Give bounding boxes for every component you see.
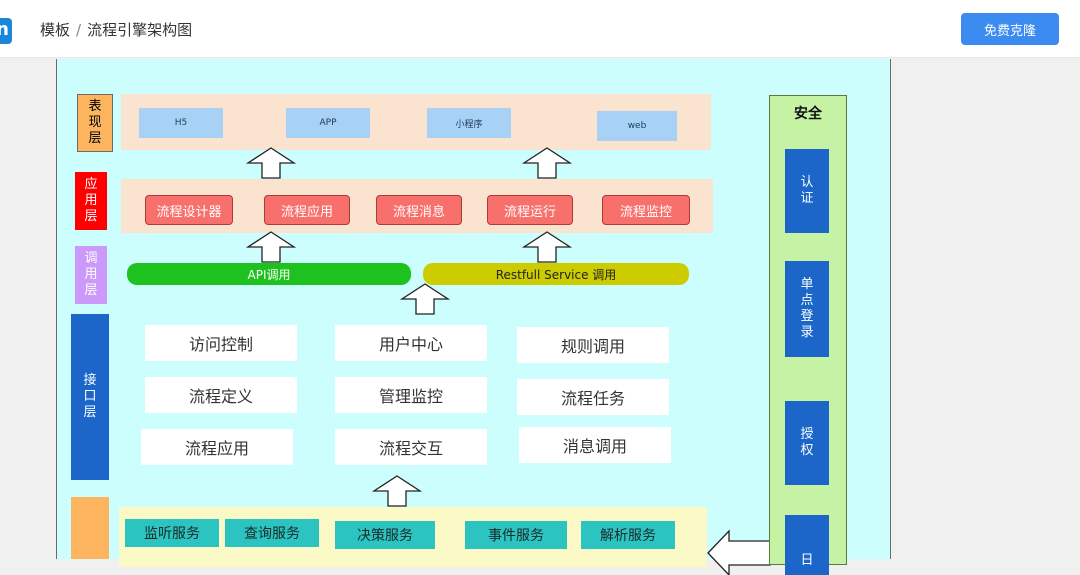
layer-label-application: 应 用 层 <box>75 172 107 230</box>
service-item-query: 查询服务 <box>225 519 319 547</box>
app-item-runtime: 流程运行 <box>487 195 573 225</box>
breadcrumb: 模板 / 流程引擎架构图 <box>40 19 192 40</box>
interface-item-user-center: 用户中心 <box>335 325 487 361</box>
security-item-log: 日 <box>785 515 829 575</box>
security-title: 安全 <box>794 106 822 122</box>
app-item-monitor: 流程监控 <box>602 195 690 225</box>
presentation-item-miniprogram: 小程序 <box>427 108 511 138</box>
security-item-authorization: 授 权 <box>785 401 829 485</box>
interface-item-rule-invoke: 规则调用 <box>517 327 669 363</box>
up-arrow-icon <box>245 231 297 263</box>
service-item-parser: 解析服务 <box>581 521 675 549</box>
up-arrow-icon <box>521 147 573 179</box>
layer-label-presentation: 表 现 层 <box>77 94 113 152</box>
breadcrumb-current: 流程引擎架构图 <box>87 21 193 39</box>
presentation-item-h5: H5 <box>139 108 223 138</box>
interface-item-admin-monitor: 管理监控 <box>335 377 487 413</box>
layer-label-service <box>71 497 109 559</box>
service-item-listener: 监听服务 <box>125 519 219 547</box>
restful-service-pill: Restfull Service 调用 <box>423 263 689 285</box>
app-logo[interactable]: n <box>0 18 12 44</box>
up-arrow-icon <box>399 283 451 315</box>
security-item-authentication: 认 证 <box>785 149 829 233</box>
presentation-item-app: APP <box>286 108 370 138</box>
interface-item-process-application: 流程应用 <box>141 429 293 465</box>
interface-item-access-control: 访问控制 <box>145 325 297 361</box>
top-bar: n 模板 / 流程引擎架构图 免费克隆 <box>0 0 1080 58</box>
app-item-message: 流程消息 <box>376 195 462 225</box>
app-item-application: 流程应用 <box>264 195 350 225</box>
security-item-sso: 单 点 登 录 <box>785 261 829 357</box>
up-arrow-icon <box>245 147 297 179</box>
api-call-pill: API调用 <box>127 263 411 285</box>
presentation-item-web: web <box>597 111 677 141</box>
service-item-event: 事件服务 <box>465 521 567 549</box>
left-arrow-icon <box>707 529 771 575</box>
app-item-designer: 流程设计器 <box>145 195 233 225</box>
free-clone-button[interactable]: 免费克隆 <box>961 13 1059 45</box>
breadcrumb-root[interactable]: 模板 <box>40 21 71 39</box>
diagram-canvas: 表 现 层 应 用 层 调 用 层 接 口 层 H5 APP 小程序 web 流… <box>56 59 891 575</box>
service-item-decision: 决策服务 <box>335 521 435 549</box>
layer-label-interface: 接 口 层 <box>71 314 109 480</box>
breadcrumb-separator: / <box>76 21 82 39</box>
interface-item-process-definition: 流程定义 <box>145 377 297 413</box>
interface-item-process-task: 流程任务 <box>517 379 669 415</box>
up-arrow-icon <box>521 231 573 263</box>
layer-label-invocation: 调 用 层 <box>75 246 107 304</box>
interface-item-process-interaction: 流程交互 <box>335 429 487 465</box>
up-arrow-icon <box>371 475 423 507</box>
interface-item-message-invoke: 消息调用 <box>519 427 671 463</box>
